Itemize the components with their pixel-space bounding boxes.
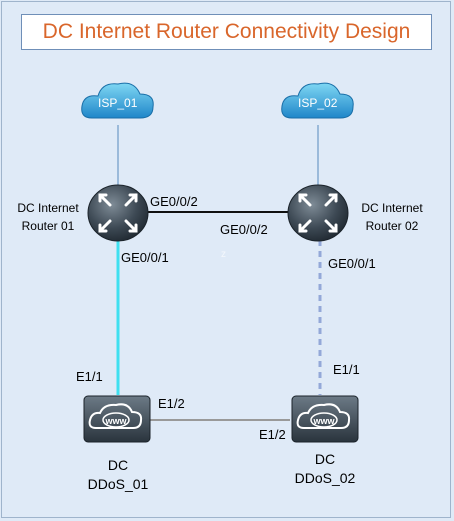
title-box: DC Internet Router Connectivity Design — [21, 14, 432, 50]
isp2-label: ISP_02 — [298, 96, 338, 110]
ddos2-appliance-icon: www — [291, 395, 359, 443]
router2-label-line2: Router 02 — [365, 219, 419, 233]
diagram-title: DC Internet Router Connectivity Design — [42, 20, 411, 43]
router1-label: DC Internet Router 01 — [10, 199, 86, 235]
ddos2-e12-label: E1/2 — [259, 427, 286, 442]
router1-label-line1: DC Internet — [17, 201, 79, 215]
svg-text:www: www — [104, 416, 127, 426]
router2-label: DC Internet Router 02 — [352, 199, 432, 235]
svg-text:www: www — [312, 416, 335, 426]
ddos2-label: DC DDoS_02 — [285, 450, 365, 488]
router2-label-line1: DC Internet — [361, 201, 423, 215]
router1-ge001-label: GE0/0/1 — [121, 250, 169, 265]
router1-label-line2: Router 01 — [21, 219, 75, 233]
ddos1-label: DC DDoS_01 — [78, 456, 158, 494]
ddos1-appliance-icon: www — [83, 395, 151, 443]
isp2-cloud-icon — [281, 82, 354, 119]
stray-mark: z — [221, 249, 226, 260]
ddos2-label-line2: DDoS_02 — [294, 470, 356, 486]
ddos2-e11-label: E1/1 — [333, 362, 360, 377]
router2-icon — [287, 184, 349, 242]
ddos1-e11-label: E1/1 — [76, 369, 103, 384]
isp1-label: ISP_01 — [98, 96, 138, 110]
ddos2-label-line1: DC — [314, 451, 336, 467]
router1-ge002-label: GE0/0/2 — [150, 194, 198, 209]
isp1-cloud-icon — [81, 82, 154, 119]
ddos1-e12-label: E1/2 — [158, 396, 185, 411]
router2-ge002-label: GE0/0/2 — [220, 222, 268, 237]
ddos1-label-line1: DC — [107, 457, 129, 473]
router2-ge001-label: GE0/0/1 — [328, 256, 376, 271]
ddos1-label-line2: DDoS_01 — [87, 476, 149, 492]
router1-icon — [87, 184, 149, 242]
